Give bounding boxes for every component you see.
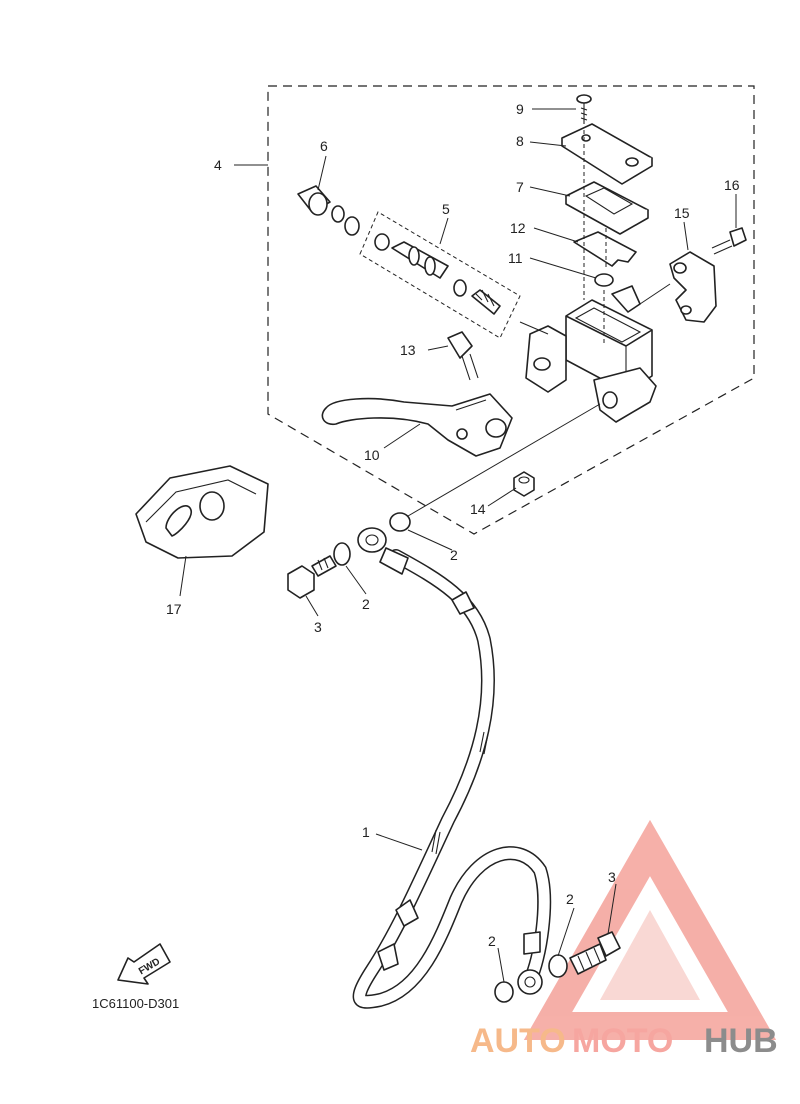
callout-7: 7 (516, 179, 524, 195)
part-1-brake-hose (352, 527, 552, 1009)
part-2-washer-lower-a (494, 981, 514, 1003)
callout-3-upper: 3 (314, 619, 322, 635)
callout-1: 1 (362, 824, 370, 840)
callout-15: 15 (674, 205, 690, 221)
part-13-pivot-bolt (447, 331, 479, 381)
callout-16: 16 (724, 177, 740, 193)
callout-4: 4 (214, 157, 222, 173)
piston-kit-boundary (359, 211, 521, 339)
fwd-direction-arrow: FWD (117, 943, 171, 985)
watermark-logo (523, 819, 777, 1040)
part-2-washer-lower-b (548, 954, 568, 978)
callout-3-lower: 3 (608, 869, 616, 885)
part-11-plate (573, 231, 637, 267)
part-10-washer (594, 273, 614, 287)
part-14-nut (513, 471, 535, 497)
svg-text:AUTO: AUTO (470, 1022, 566, 1060)
part-8-reservoir-cap (561, 123, 653, 185)
callout-8: 8 (516, 133, 524, 149)
part-7-diaphragm (565, 181, 649, 235)
part-12-lever (321, 393, 513, 457)
callout-labels: 4 6 5 9 8 7 12 11 15 16 13 12 10 14 17 3… (166, 101, 740, 949)
callout-12-label: 10 (364, 447, 380, 463)
callout-2-upper-a: 2 (362, 596, 370, 612)
callout-9: 9 (516, 101, 524, 117)
svg-text:HUB: HUB (704, 1022, 778, 1060)
callout-5: 5 (442, 201, 450, 217)
callout-6: 6 (320, 138, 328, 154)
callout-17: 17 (166, 601, 182, 617)
master-cylinder-body (525, 130, 657, 423)
part-3-union-bolt-upper (287, 555, 337, 599)
part-9-screw (576, 94, 592, 124)
callout-2-upper-b: 2 (450, 547, 458, 563)
callout-14: 14 (470, 501, 486, 517)
drawing-code: 1C61100-D301 (92, 996, 179, 1011)
part-16-bolt (711, 227, 747, 255)
part-3-union-bolt-lower (569, 931, 621, 975)
part-2-washer-upper-b (389, 512, 411, 532)
assembly-boundary (267, 85, 755, 535)
part-2-washer-upper-a (333, 542, 351, 566)
callout-10: 11 (508, 250, 523, 266)
svg-text:MOTO: MOTO (572, 1022, 673, 1060)
callout-2-lower-b: 2 (566, 891, 574, 907)
part-5-piston-assembly (374, 233, 501, 315)
callout-2-lower-a: 2 (488, 933, 496, 949)
part-6-dust-boot (297, 185, 360, 236)
watermark-text: AUTO MOTO HUB (470, 1022, 778, 1060)
part-17-lever-cover (135, 465, 269, 559)
part-15-clamp (669, 251, 717, 323)
callout-11: 12 (510, 220, 526, 236)
callout-13: 13 (400, 342, 416, 358)
leader-lines (179, 108, 737, 983)
